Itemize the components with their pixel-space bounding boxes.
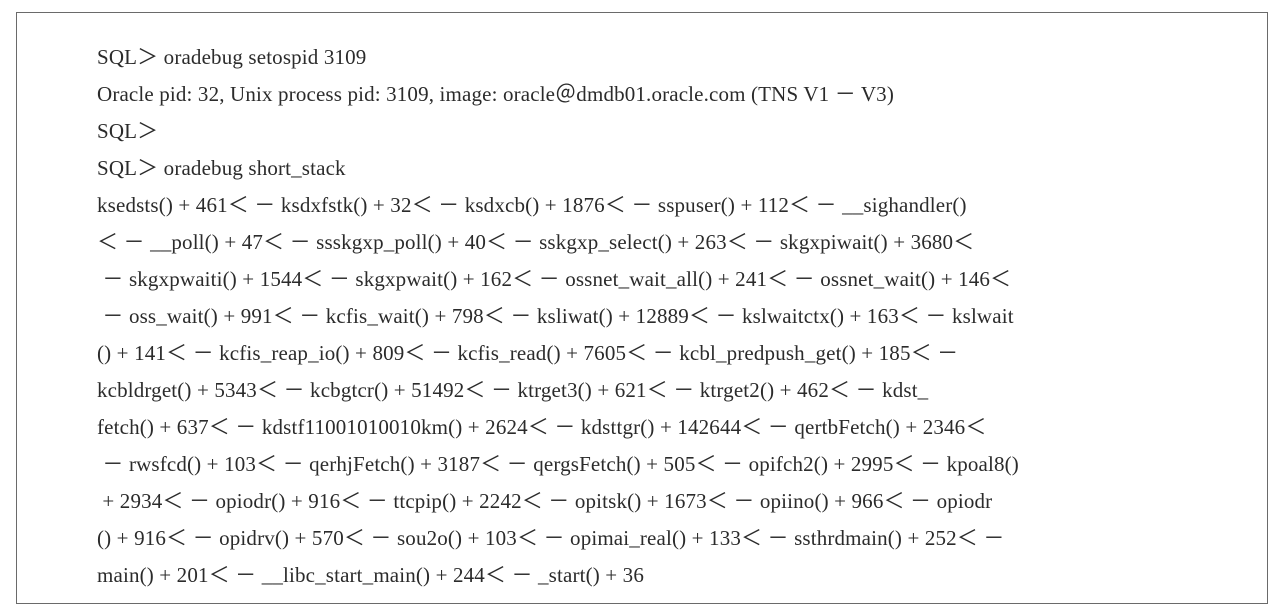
stack-trace-line: － rwsfcd() + 103＜ － qerhjFetch() + 3187＜… xyxy=(97,452,1019,476)
stack-trace-line: main() + 201＜ － __libc_start_main() + 24… xyxy=(97,563,644,587)
stack-trace-line: () + 141＜ － kcfis_reap_io() + 809＜ － kcf… xyxy=(97,341,959,365)
stack-trace-line: fetch() + 637＜ － kdstf11001010010km() + … xyxy=(97,415,987,439)
stack-trace-line: () + 916＜ － opidrv() + 570＜ － sou2o() + … xyxy=(97,526,1005,550)
stack-trace-line: － skgxpwaiti() + 1544＜ － skgxpwait() + 1… xyxy=(97,267,1012,291)
stack-trace-line: ＜ － __poll() + 47＜ － ssskgxp_poll() + 40… xyxy=(97,230,975,254)
console-output: SQL＞ oradebug setospid 3109 Oracle pid: … xyxy=(97,39,1277,594)
stack-trace-line: － oss_wait() + 991＜ － kcfis_wait() + 798… xyxy=(97,304,1014,328)
stack-trace-line: ksedsts() + 461＜ － ksdxfstk() + 32＜ － ks… xyxy=(97,193,967,217)
command-line-setospid: SQL＞ oradebug setospid 3109 xyxy=(97,45,367,69)
code-listing-frame: SQL＞ oradebug setospid 3109 Oracle pid: … xyxy=(16,12,1268,604)
prompt-line: SQL＞ xyxy=(97,119,159,143)
stack-trace-line: kcbldrget() + 5343＜ － kcbgtcr() + 51492＜… xyxy=(97,378,929,402)
output-line-process-info: Oracle pid: 32, Unix process pid: 3109, … xyxy=(97,82,894,106)
command-line-short-stack: SQL＞ oradebug short_stack xyxy=(97,156,346,180)
stack-trace-line: + 2934＜ － opiodr() + 916＜ － ttcpip() + 2… xyxy=(97,489,993,513)
